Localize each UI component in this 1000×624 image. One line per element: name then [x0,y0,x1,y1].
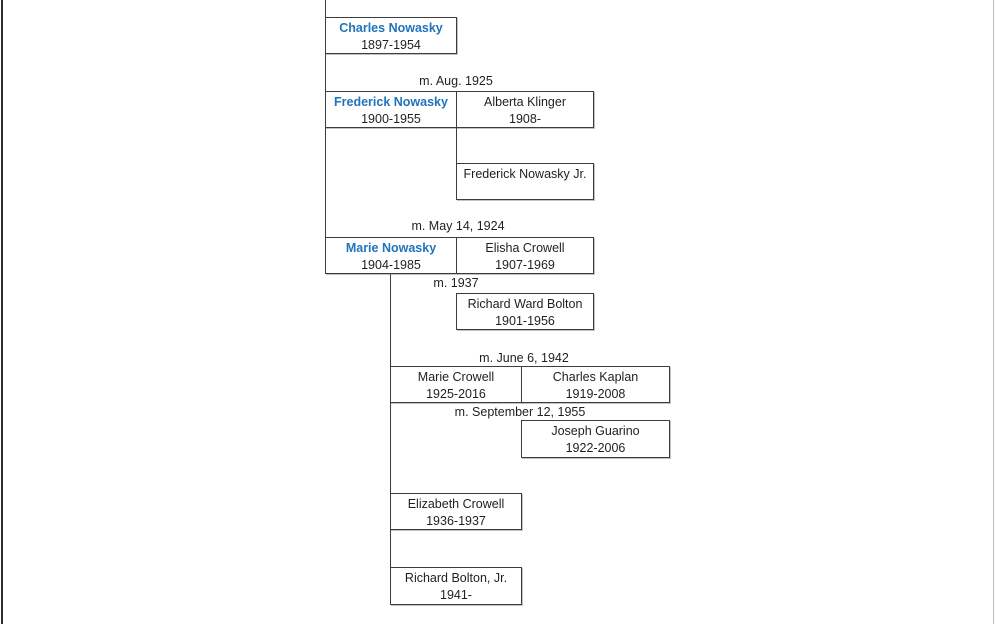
person-dates: 1941- [440,588,472,602]
person-dates: 1908- [509,112,541,126]
person-dates: 1901-1956 [495,314,555,328]
person-name: Richard Ward Bolton [467,297,583,311]
person-name: Marie Crowell [417,370,495,384]
person-box-elisha-crowell[interactable]: Elisha Crowell 1907-1969 [456,237,594,274]
person-box-richard-ward-bolton[interactable]: Richard Ward Bolton 1901-1956 [456,293,594,330]
person-name: Joseph Guarino [551,424,640,438]
person-name: Elizabeth Crowell [407,497,505,511]
person-box-richard-bolton-jr[interactable]: Richard Bolton, Jr. 1941- [390,567,522,605]
marriage-label: m. Aug. 1925 [419,74,493,88]
person-name: Elisha Crowell [485,241,565,255]
person-box-charles-kaplan[interactable]: Charles Kaplan 1919-2008 [521,366,670,403]
person-dates: 1925-2016 [426,387,486,401]
marriage-label: m. June 6, 1942 [479,351,569,365]
person-box-frederick-nowasky[interactable]: Frederick Nowasky 1900-1955 [325,91,457,128]
person-box-marie-nowasky[interactable]: Marie Nowasky 1904-1985 [325,237,457,274]
marriage-label: m. 1937 [433,276,479,290]
person-box-elizabeth-crowell[interactable]: Elizabeth Crowell 1936-1937 [390,493,522,530]
person-box-alberta-klinger[interactable]: Alberta Klinger 1908- [456,91,594,128]
connector-line-descendants [390,273,391,568]
marriage-label: m. September 12, 1955 [454,405,586,419]
person-name: Frederick Nowasky [334,95,448,109]
person-dates: 1907-1969 [495,258,555,272]
person-name: Alberta Klinger [484,95,566,109]
person-dates: 1897-1954 [361,38,421,52]
person-name: Richard Bolton, Jr. [404,571,508,585]
person-dates: 1919-2008 [565,387,626,401]
marriage-label: m. May 14, 1924 [411,219,505,233]
person-box-joseph-guarino[interactable]: Joseph Guarino 1922-2006 [521,420,670,458]
person-name: Marie Nowasky [345,241,437,255]
page-edge-left-rule [1,0,3,624]
person-dates: 1904-1985 [361,258,421,272]
person-name: Frederick Nowasky Jr. [463,167,587,181]
page-edge-right-rule [993,0,994,624]
person-box-frederick-nowasky-jr[interactable]: Frederick Nowasky Jr. [456,163,594,200]
person-name: Charles Nowasky [339,21,443,35]
person-dates: 1900-1955 [361,112,421,126]
person-box-marie-crowell[interactable]: Marie Crowell 1925-2016 [390,366,522,403]
connector-line-child [456,127,457,164]
person-box-charles-nowasky[interactable]: Charles Nowasky 1897-1954 [325,17,457,54]
person-name: Charles Kaplan [552,370,639,384]
person-dates: 1936-1937 [426,514,486,528]
person-dates: 1922-2006 [565,441,626,455]
